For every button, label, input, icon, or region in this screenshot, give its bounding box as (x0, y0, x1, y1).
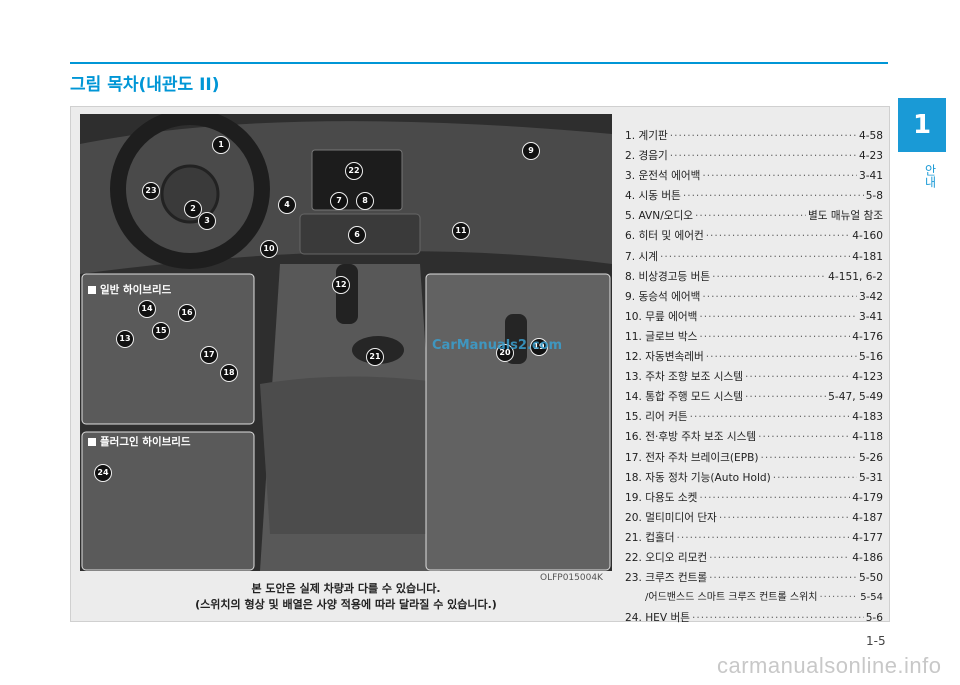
list-item[interactable]: 12. 자동변속레버5-16 (625, 347, 883, 367)
callout-badge: 23 (142, 182, 160, 200)
callout-badge: 21 (366, 348, 384, 366)
callout-badge: 10 (260, 240, 278, 258)
list-item[interactable]: 2. 경음기4-23 (625, 146, 883, 166)
chapter-tab[interactable]: 1 (898, 98, 946, 152)
inset-standard-hybrid-label: 일반 하이브리드 (88, 282, 171, 297)
site-watermark: carmanualsonline.info (717, 653, 942, 679)
callout-badge: 12 (332, 276, 350, 294)
list-item[interactable]: /어드밴스드 스마트 크루즈 컨트롤 스위치5-54 (625, 588, 883, 608)
callout-badge: 15 (152, 322, 170, 340)
callout-badge: 1 (212, 136, 230, 154)
list-item[interactable]: 13. 주차 조향 보조 시스템4-123 (625, 367, 883, 387)
list-item[interactable]: 1. 계기판4-58 (625, 126, 883, 146)
list-item[interactable]: 6. 히터 및 에어컨4-160 (625, 226, 883, 246)
callout-badge: 3 (198, 212, 216, 230)
list-item[interactable]: 11. 글로브 박스4-176 (625, 327, 883, 347)
figure-note-line2: (스위치의 형상 및 배열은 사양 적용에 따라 달라질 수 있습니다.) (80, 597, 612, 613)
overlay-watermark: CarManuals2.com (432, 338, 562, 353)
list-item[interactable]: 3. 운전석 에어백3-41 (625, 166, 883, 186)
callout-badge: 7 (330, 192, 348, 210)
list-item[interactable]: 5. AVN/오디오별도 매뉴얼 참조 (625, 206, 883, 226)
list-item[interactable]: 18. 자동 정차 기능(Auto Hold)5-31 (625, 468, 883, 488)
callout-badge: 17 (200, 346, 218, 364)
list-item[interactable]: 22. 오디오 리모컨4-186 (625, 548, 883, 568)
header-rule (70, 62, 888, 64)
callout-badge: 24 (94, 464, 112, 482)
figure-note-line1: 본 도안은 실제 차량과 다를 수 있습니다. (80, 581, 612, 597)
list-item[interactable]: 15. 리어 커튼4-183 (625, 407, 883, 427)
page-number: 1-5 (866, 634, 886, 648)
list-item[interactable]: 17. 전자 주차 브레이크(EPB)5-26 (625, 448, 883, 468)
callout-badge: 14 (138, 300, 156, 318)
list-item[interactable]: 14. 통합 주행 모드 시스템5-47, 5-49 (625, 387, 883, 407)
callout-badge: 8 (356, 192, 374, 210)
list-item[interactable]: 8. 비상경고등 버튼4-151, 6-2 (625, 267, 883, 287)
callout-badge: 6 (348, 226, 366, 244)
page-title: 그림 목차(내관도 II) (70, 70, 220, 95)
list-item[interactable]: 20. 멀티미디어 단자4-187 (625, 508, 883, 528)
list-item[interactable]: 4. 시동 버튼5-8 (625, 186, 883, 206)
callout-badge: 4 (278, 196, 296, 214)
list-item[interactable]: 9. 동승석 에어백3-42 (625, 287, 883, 307)
inset-plugin-hybrid-label: 플러그인 하이브리드 (88, 434, 191, 449)
list-item[interactable]: 24. HEV 버튼5-6 (625, 608, 883, 628)
callout-badge: 9 (522, 142, 540, 160)
list-item[interactable]: 19. 다용도 소켓4-179 (625, 488, 883, 508)
chapter-label: 안내 (905, 154, 939, 198)
list-item[interactable]: 16. 전·후방 주차 보조 시스템4-118 (625, 427, 883, 447)
callout-badge: 13 (116, 330, 134, 348)
component-index-list: 1. 계기판4-58 2. 경음기4-23 3. 운전석 에어백3-41 4. … (625, 126, 883, 628)
list-item[interactable]: 21. 컵홀더4-177 (625, 528, 883, 548)
callout-badge: 16 (178, 304, 196, 322)
callout-badge: 11 (452, 222, 470, 240)
callout-badge: 22 (345, 162, 363, 180)
list-item[interactable]: 10. 무릎 에어백3-41 (625, 307, 883, 327)
list-item[interactable]: 7. 시계4-181 (625, 247, 883, 267)
list-item[interactable]: 23. 크루즈 컨트롤5-50 (625, 568, 883, 588)
callout-badge: 18 (220, 364, 238, 382)
figure-note: 본 도안은 실제 차량과 다를 수 있습니다. (스위치의 형상 및 배열은 사… (80, 581, 612, 613)
